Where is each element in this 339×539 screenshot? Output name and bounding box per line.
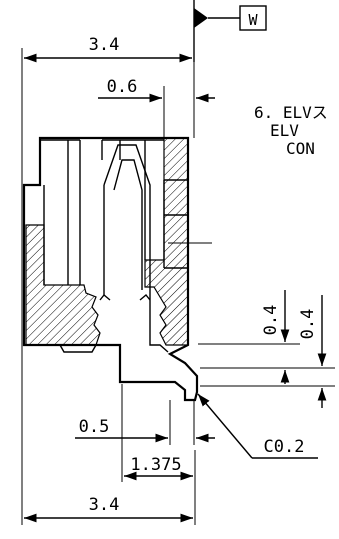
dim-lower-offset: 0.5 xyxy=(75,400,215,445)
dim-top-width-label: 3.4 xyxy=(89,35,120,55)
dim-right-gap-b-label: 0.4 xyxy=(298,309,318,340)
chamfer-label: C0.2 xyxy=(264,437,305,457)
dim-top-offset-label: 0.6 xyxy=(107,77,138,97)
dim-right-gap-a-label: 0.4 xyxy=(261,305,281,336)
chamfer-callout: C0.2 xyxy=(197,393,318,459)
dim-bottom-width-label: 3.4 xyxy=(89,495,120,515)
dim-lower-pitch: 1.375 xyxy=(121,384,196,482)
dim-bottom-width: 3.4 xyxy=(21,345,196,525)
datum-flag: W xyxy=(193,0,267,62)
dim-lower-pitch-label: 1.375 xyxy=(130,455,181,475)
note-line-3: CON xyxy=(286,139,315,158)
datum-label: W xyxy=(248,11,258,29)
notes: 6. ELVス ELV CON xyxy=(254,103,328,158)
note-line-1: 6. ELVス xyxy=(254,103,328,122)
note-line-2: ELV xyxy=(270,121,299,140)
dim-top-offset: 0.6 xyxy=(98,77,215,138)
dim-right-gaps: 0.4 0.4 xyxy=(198,290,335,408)
housing-section xyxy=(22,136,212,402)
dim-lower-offset-label: 0.5 xyxy=(79,417,110,437)
